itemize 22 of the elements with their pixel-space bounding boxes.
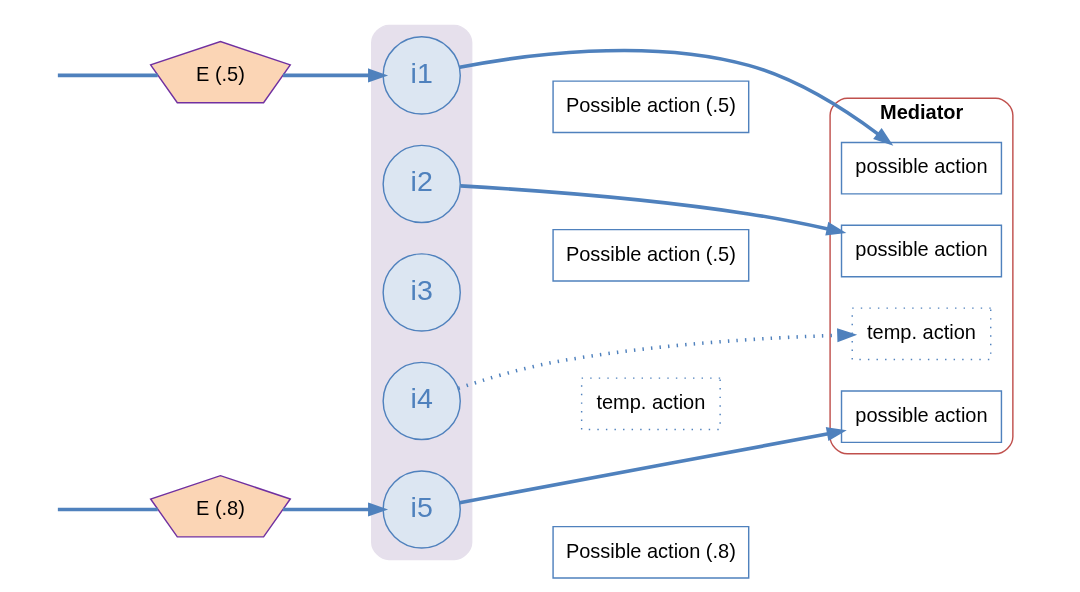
node-circle: i4 [381, 361, 461, 441]
node-circle: i5 [381, 470, 461, 549]
arrow [458, 48, 893, 146]
node-box: possible action [840, 141, 1002, 195]
node-box: temp. action [580, 377, 721, 431]
connector [57, 73, 158, 78]
node-circle: i2 [381, 144, 461, 224]
arrow [282, 502, 388, 517]
cluster [370, 24, 472, 561]
connector [57, 507, 158, 512]
node-circle: i3 [381, 253, 461, 332]
node-box: Possible action (.5) [551, 228, 749, 282]
node-box: Possible action (.5) [551, 80, 749, 134]
arrow [458, 427, 847, 505]
arrow [457, 328, 857, 390]
arrow [282, 68, 388, 83]
node-box: possible action [840, 390, 1002, 444]
node-box: temp. action [851, 307, 991, 361]
node-box: possible action [840, 224, 1002, 278]
node-box: Possible action (.8) [551, 525, 749, 579]
arrow [459, 184, 846, 236]
node-circle: i1 [381, 36, 461, 115]
